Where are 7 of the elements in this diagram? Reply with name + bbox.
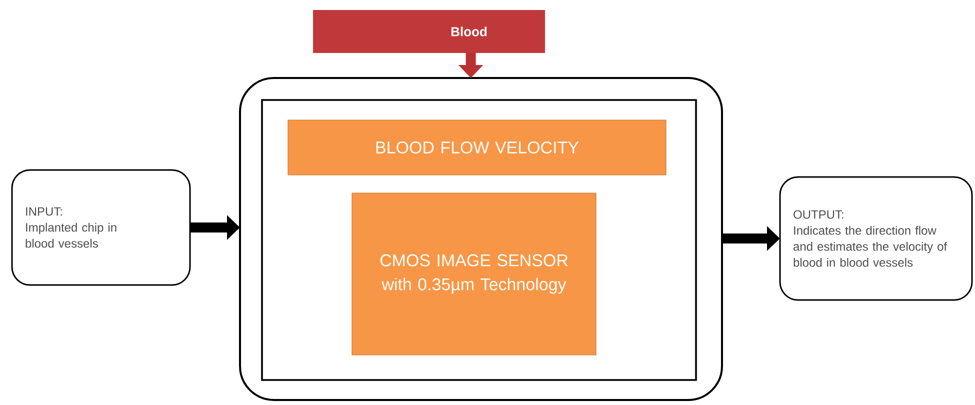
- process-box: BLOOD FLOW VELOCITY: [288, 120, 666, 176]
- inner-frame: [261, 99, 697, 381]
- process-box: CMOS IMAGE SENSOR with 0.35µm Technology: [352, 192, 596, 356]
- rounded-frame: [239, 77, 723, 401]
- banner-box: Blood: [313, 10, 545, 53]
- rounded-box: OUTPUT: Indicates the direction flow and estimates the velocity of blood in blood vessels: [779, 176, 973, 301]
- rounded-box: INPUT: Implanted chip in blood vessels: [11, 169, 191, 286]
